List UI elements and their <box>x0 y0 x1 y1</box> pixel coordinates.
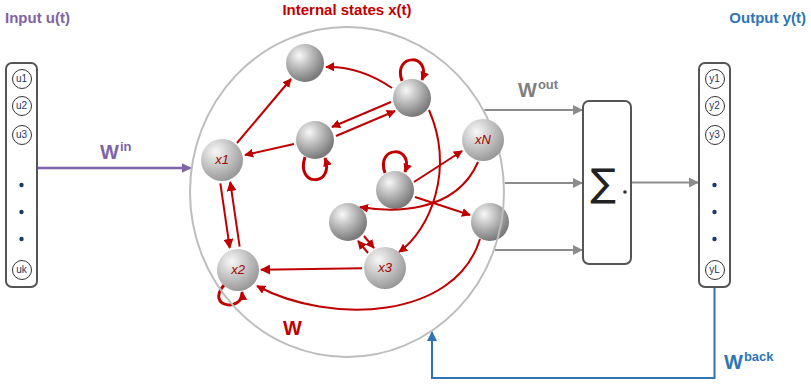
reservoir-neuron <box>286 44 324 82</box>
weight-label: W <box>100 142 119 162</box>
reservoir-connection <box>415 197 470 215</box>
reservoir-neuron: x3 <box>364 247 406 289</box>
weight-superscript: back <box>744 350 774 363</box>
neuron-label: x3 <box>378 261 392 276</box>
reservoir-neuron <box>376 171 414 209</box>
reservoir-connection <box>245 144 294 155</box>
output-unit: y2 <box>705 96 725 116</box>
reservoir-neuron: x2 <box>217 249 259 291</box>
neuron-label: uk <box>16 264 27 276</box>
input-unit: uk <box>12 260 32 280</box>
output-unit: yL <box>705 260 725 280</box>
ellipsis-dot <box>19 210 23 214</box>
ellipsis-dot <box>712 210 716 214</box>
reservoir-neuron <box>393 79 431 117</box>
weight-superscript: in <box>120 140 132 153</box>
self-loop <box>400 60 423 81</box>
sum-symbol: ∑ <box>590 164 616 202</box>
weight-arrow <box>495 249 582 251</box>
neuron-label: u3 <box>16 129 27 141</box>
reservoir-connection <box>336 111 395 136</box>
neuron-label: u1 <box>16 73 27 85</box>
weight-arrow <box>632 182 698 184</box>
weight-arrow <box>38 167 191 170</box>
neuron-label: y1 <box>709 73 720 85</box>
reservoir-ellipse: Internal states x(t)x1x2x3xN <box>189 26 505 358</box>
layer-heading: Output y(t) <box>729 9 806 26</box>
ellipsis-dot <box>712 183 716 187</box>
ellipsis-dot <box>712 237 716 241</box>
weight-arrow <box>230 182 239 246</box>
reservoir-connection <box>364 236 374 248</box>
weight-arrow <box>432 288 715 378</box>
neuron-label: x2 <box>231 263 245 278</box>
output-unit: y3 <box>705 125 725 145</box>
sum-dot <box>623 190 627 194</box>
neuron-label: xN <box>475 133 491 148</box>
weight-arrow <box>261 268 362 269</box>
weight-label: W <box>724 352 743 372</box>
weight-label: W <box>518 80 537 100</box>
self-loop <box>383 152 406 173</box>
neuron-label: y2 <box>709 100 720 112</box>
neuron-label: x1 <box>215 153 229 168</box>
weight-label: W <box>283 318 302 338</box>
layer-heading: Input u(t) <box>5 9 70 26</box>
summation-box: ∑ <box>582 100 632 265</box>
output-layer-box: Output y(t)y1y2y3yL <box>698 62 731 288</box>
input-unit: u2 <box>12 96 32 116</box>
output-unit: y1 <box>705 69 725 89</box>
neuron-label: u2 <box>16 100 27 112</box>
reservoir-connection <box>332 102 391 127</box>
weight-arrow <box>220 183 229 247</box>
input-layer-box: Input u(t)u1u2u3uk <box>5 62 38 288</box>
input-unit: u1 <box>12 69 32 89</box>
weight-arrow <box>505 182 582 184</box>
reservoir-neuron: x1 <box>201 139 243 181</box>
ellipsis-dot <box>19 237 23 241</box>
reservoir-connection <box>257 239 480 310</box>
input-unit: u3 <box>12 125 32 145</box>
reservoir-outline <box>190 27 504 357</box>
reservoir-connection <box>360 162 478 210</box>
reservoir-outline <box>189 26 505 358</box>
weight-arrow <box>484 109 582 111</box>
weight-superscript: out <box>538 78 558 91</box>
self-loop <box>303 157 326 180</box>
reservoir-connection <box>358 241 368 253</box>
reservoir-neuron <box>329 203 367 241</box>
ellipsis-dot <box>19 183 23 187</box>
reservoir-connection <box>414 151 462 182</box>
layer-heading: Internal states x(t) <box>282 1 411 18</box>
reservoir-connection <box>326 67 392 88</box>
reservoir-connection <box>399 110 440 252</box>
neuron-label: y3 <box>709 129 720 141</box>
neuron-label: yL <box>709 264 720 276</box>
reservoir-connection <box>237 79 291 143</box>
reservoir-neuron <box>296 121 334 159</box>
reservoir-neuron: xN <box>462 119 504 161</box>
